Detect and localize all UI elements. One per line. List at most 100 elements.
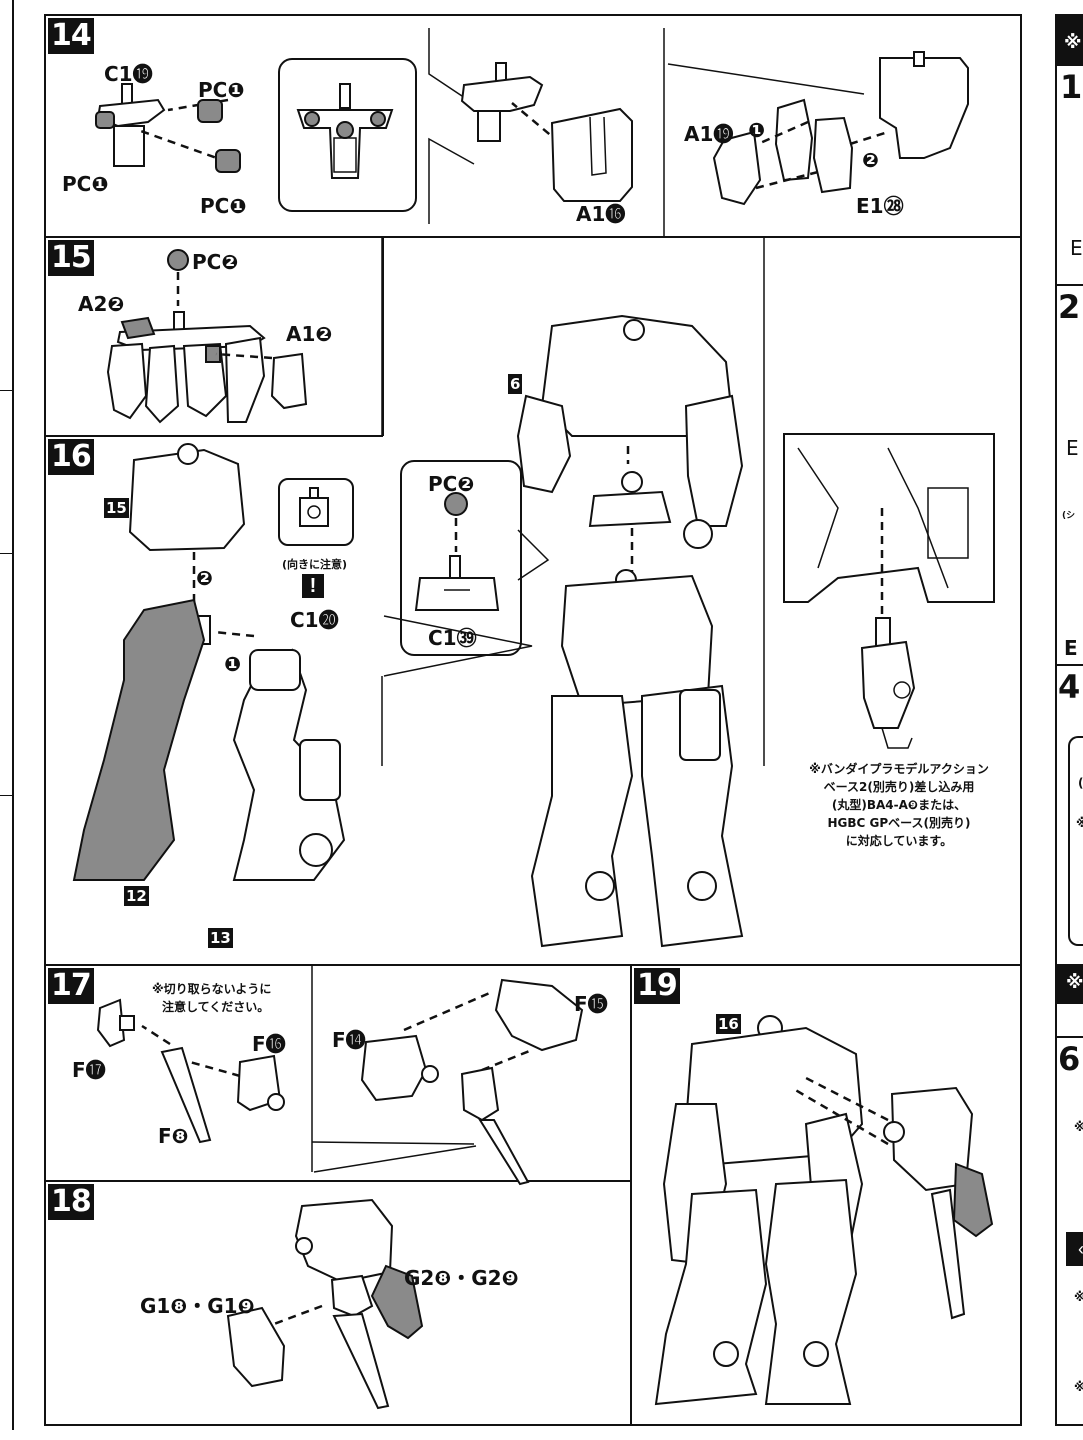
- next-page-mark: E: [1064, 636, 1078, 660]
- left-page-edge: [0, 0, 14, 1430]
- label-g2-8-9: G2❽・G2❾: [404, 1266, 519, 1290]
- label-f17: F⓱: [72, 1058, 106, 1082]
- step16-divider-lines: [381, 236, 765, 766]
- step-number-19: 19: [634, 968, 680, 1004]
- label-c1-19: C1⓳: [104, 62, 153, 86]
- ref-part-16: 16: [716, 1014, 741, 1034]
- label-f14: F⓮: [332, 1028, 366, 1052]
- step16-body-assembly: [516, 314, 744, 948]
- step14-assembly-2: [460, 62, 633, 202]
- label-a1-19: A1⓳: [684, 122, 734, 146]
- label-pc1-top: PC❶: [198, 78, 245, 102]
- next-page-mark: 1: [1060, 68, 1083, 106]
- step-number-17: 17: [48, 968, 94, 1004]
- divider-14-bottom: [44, 236, 1022, 238]
- action-base-note-line: HGBC GPベース(別売り): [827, 816, 971, 830]
- divider-17-bottom: [44, 1180, 632, 1182]
- main-instruction-frame: [44, 14, 1022, 1426]
- next-page-small: (シ: [1062, 511, 1076, 521]
- label-pc1-bottom: PC❶: [200, 194, 247, 218]
- joint-block-inset-illustration: [296, 83, 394, 179]
- step14-mark-2: ❷: [862, 148, 879, 172]
- action-base-note: ※バンダイプラモデルアクション ベース2(別売り)差し込み用 (丸型)BA4-A…: [806, 760, 992, 850]
- next-page-mark: 4: [1058, 668, 1081, 706]
- step16-mark-2: ❷: [196, 566, 213, 590]
- next-page-mark: 6: [1058, 1040, 1081, 1078]
- action-base-detail-illustration: [783, 433, 995, 749]
- label-g1-8-9: G1❽・G1❾: [140, 1294, 255, 1318]
- label-c1-39: C1㊴: [428, 626, 477, 650]
- next-page-small: ※: [1076, 816, 1083, 830]
- next-page-inset-box: [1068, 736, 1083, 946]
- action-base-note-line: ※バンダイプラモデルアクション: [809, 762, 989, 776]
- ref-part-15: 15: [104, 498, 129, 518]
- step17-divider-lines: [311, 964, 477, 1173]
- step-number-15: 15: [48, 240, 94, 276]
- next-page-mark: ※: [1064, 32, 1082, 53]
- caution-exclaim-badge: !: [302, 574, 324, 598]
- step14-assembly-1: [95, 83, 241, 173]
- next-page-mark: ※: [1066, 972, 1083, 993]
- step17-assembly-2: [360, 978, 584, 1186]
- step16-leg-assembly: [72, 443, 346, 881]
- divider-15-bottom: [44, 435, 383, 437]
- next-page-mark: E: [1066, 436, 1079, 460]
- cutting-caution-note: ※切り取らないように 注意してください。: [152, 980, 271, 1016]
- next-page-mark: E: [1070, 236, 1083, 260]
- divider-16-bottom: [44, 964, 1022, 966]
- step-number-16: 16: [48, 439, 94, 475]
- next-page-mark: ※: [1074, 1120, 1083, 1134]
- label-c1-20: C1⓴: [290, 608, 339, 632]
- next-page-header-bar: [1055, 14, 1083, 66]
- ref-part-12: 12: [124, 886, 149, 906]
- label-pc2-step16: PC❷: [428, 472, 475, 496]
- action-base-note-line: ベース2(別売り)差し込み用: [823, 780, 975, 794]
- label-a2-2: A2❷: [78, 292, 125, 316]
- step14-assembly-3: [712, 51, 969, 206]
- label-e1-28: E1㉘: [856, 194, 904, 218]
- next-page-small: ※: [1074, 1290, 1083, 1304]
- ref-part-6: 6: [508, 374, 523, 394]
- next-page-small: (: [1078, 776, 1083, 790]
- step15-assembly: [106, 249, 308, 424]
- cutting-caution-line: ※切り取らないように: [152, 982, 272, 996]
- step18-assembly: [226, 1198, 424, 1410]
- step16-mark-1: ❶: [224, 652, 241, 676]
- label-a1-16: A1⓰: [576, 202, 626, 226]
- divider-15-right: [382, 236, 384, 436]
- next-page-divider: [1055, 664, 1083, 666]
- label-pc1-left: PC❶: [62, 172, 109, 196]
- left-edge-tick: [0, 795, 12, 796]
- next-page-tab: ‹: [1066, 1232, 1083, 1266]
- orientation-caution-icon: [299, 487, 329, 527]
- next-page-divider: [1055, 284, 1083, 286]
- action-base-note-line: (丸型)BA4-A❾または、: [831, 798, 967, 812]
- next-page-header-bar: [1055, 964, 1083, 1004]
- left-edge-tick: [0, 553, 12, 554]
- step19-assembly: [654, 1015, 994, 1406]
- divider-19-left: [630, 964, 632, 1426]
- cutting-caution-line: 注意してください。: [162, 1000, 270, 1014]
- peg-detail-illustration: [414, 492, 550, 611]
- next-page-mark: 2: [1058, 288, 1081, 326]
- label-f15: F⓯: [574, 992, 608, 1016]
- ref-part-13: 13: [208, 928, 233, 948]
- step14-mark-1: ❶: [748, 118, 765, 142]
- action-base-note-line: に対応しています。: [845, 834, 953, 848]
- next-page-frame: [1055, 14, 1083, 1426]
- label-f8: F❽: [158, 1124, 189, 1148]
- step-number-14: 14: [48, 18, 94, 54]
- next-page-divider: [1055, 1036, 1083, 1038]
- label-a1-2: A1❷: [286, 322, 333, 346]
- peg-detail-inset: [400, 460, 522, 656]
- detail-inset-box: [278, 58, 417, 212]
- next-page-mark: ※: [1074, 1380, 1083, 1394]
- left-edge-tick: [0, 390, 12, 391]
- label-f16: F⓰: [252, 1032, 286, 1056]
- orientation-caution-text: (向きに注意): [282, 558, 348, 571]
- label-pc2-step15: PC❷: [192, 250, 239, 274]
- step-number-18: 18: [48, 1184, 94, 1220]
- step17-assembly-1: [96, 998, 285, 1144]
- orientation-caution-box: [278, 478, 354, 546]
- step14-divider-lines: [428, 28, 865, 236]
